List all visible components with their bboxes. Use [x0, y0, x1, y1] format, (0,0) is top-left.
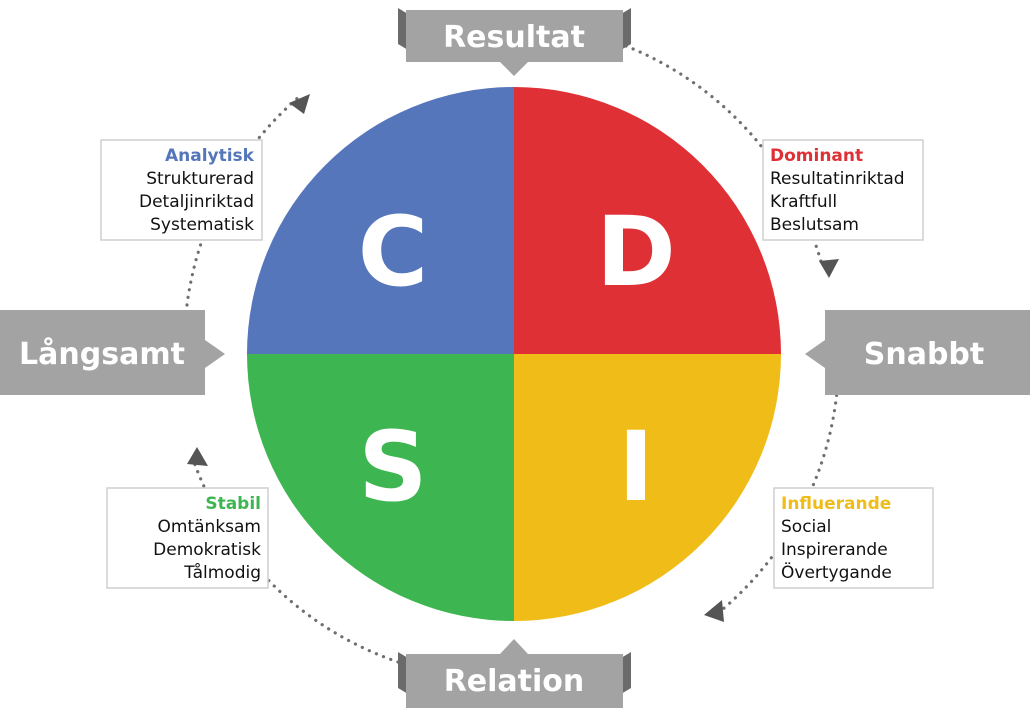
trait-box-dominant: Dominant Resultatinriktad Kraftfull Besl…	[762, 139, 924, 241]
cycle-arc-top-left	[185, 94, 302, 307]
banner-right-label: Snabbt	[864, 337, 985, 372]
trait-box-influerande: Influerande Social Inspirerande Övertyga…	[773, 487, 934, 589]
arrow-up-right-icon	[289, 94, 310, 114]
banner-left-label: Långsamt	[19, 336, 185, 372]
trait-item: Resultatinriktad	[770, 169, 905, 189]
banner-left: Långsamt	[0, 310, 225, 395]
trait-item: Demokratisk	[153, 540, 261, 560]
quadrant-letter-i: I	[618, 411, 654, 523]
trait-item: Beslutsam	[770, 215, 859, 235]
disc-circle	[247, 87, 781, 621]
trait-item: Kraftfull	[770, 192, 837, 212]
quadrant-letter-s: S	[358, 411, 427, 523]
banner-bottom-label: Relation	[444, 664, 585, 699]
trait-item: Strukturerad	[146, 169, 254, 189]
trait-item: Inspirerande	[781, 540, 888, 560]
trait-title-influerande: Influerande	[781, 494, 891, 514]
trait-item: Social	[781, 517, 831, 537]
trait-item: Omtänksam	[158, 517, 261, 537]
banner-right: Snabbt	[805, 310, 1030, 395]
trait-box-stabil: Stabil Omtänksam Demokratisk Tålmodig	[106, 487, 269, 589]
banner-top: Resultat	[398, 8, 631, 76]
trait-title-stabil: Stabil	[205, 494, 261, 514]
trait-title-analytisk: Analytisk	[165, 146, 255, 166]
quadrant-s	[247, 354, 514, 621]
banner-top-label: Resultat	[443, 20, 585, 55]
quadrant-letter-c: C	[358, 196, 428, 308]
banner-bottom: Relation	[398, 639, 631, 708]
quadrant-i	[514, 354, 781, 621]
quadrant-d	[514, 87, 781, 354]
cycle-arrows	[187, 94, 839, 622]
trait-item: Tålmodig	[183, 562, 261, 583]
arrow-down-right-icon	[819, 259, 839, 278]
trait-item: Detaljinriktad	[139, 192, 254, 212]
trait-item: Övertygande	[781, 561, 892, 583]
arrow-down-left-icon	[704, 600, 724, 622]
quadrant-c	[247, 87, 514, 354]
arrow-up-left-icon	[187, 447, 208, 466]
trait-box-analytisk: Analytisk Strukturerad Detaljinriktad Sy…	[100, 139, 263, 241]
quadrant-letter-d: D	[596, 196, 676, 308]
trait-title-dominant: Dominant	[770, 146, 863, 166]
cycle-arc-bottom-left	[192, 460, 400, 664]
trait-item: Systematisk	[150, 215, 254, 235]
